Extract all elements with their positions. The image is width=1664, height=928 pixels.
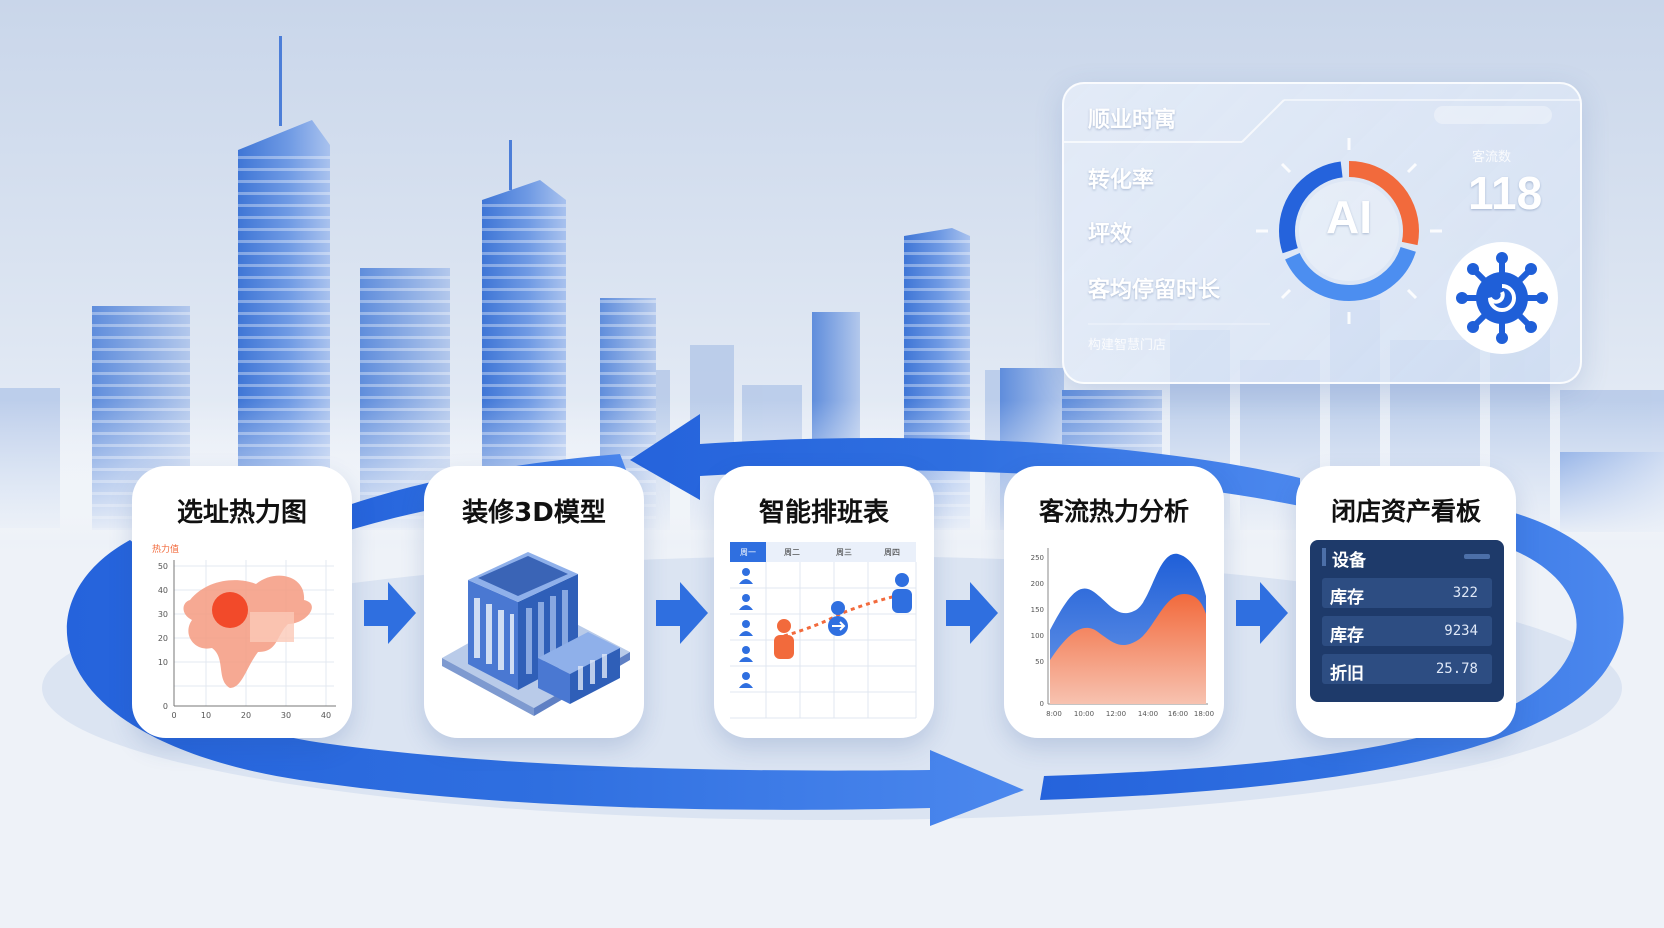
svg-text:周三: 周三	[836, 548, 852, 557]
svg-text:150: 150	[1031, 606, 1044, 614]
staff-blue	[892, 573, 912, 613]
svg-text:200: 200	[1031, 580, 1044, 588]
asset-row: 库存 322	[1322, 578, 1492, 608]
svg-text:50: 50	[1035, 658, 1044, 666]
svg-text:30: 30	[158, 610, 168, 619]
step-card-3d-model[interactable]: 装修3D模型	[424, 466, 644, 738]
asset-dashboard-panel: 设备 库存 322 库存 9234 折旧 25.78	[1310, 540, 1504, 702]
svg-text:10:00: 10:00	[1074, 710, 1094, 718]
heatmap-legend: 热力值	[152, 543, 179, 555]
svg-text:30: 30	[281, 711, 291, 720]
card-title: 智能排班表	[758, 498, 889, 528]
upper-cycle-arrow	[630, 414, 1300, 506]
step-card-site-heatmap[interactable]: 选址热力图 热力值 50 40 30 20 10 0 0 10 20 30 40	[132, 466, 352, 738]
staff-swap	[828, 601, 848, 636]
3d-building-icon	[442, 552, 630, 716]
svg-text:周四: 周四	[884, 548, 900, 557]
heatmap-map-visual: 热力值 50 40 30 20 10 0 0 10 20 30 40	[152, 543, 336, 720]
step-arrow-3	[946, 582, 998, 644]
svg-text:250: 250	[1031, 554, 1044, 562]
asset-header: 设备	[1332, 551, 1366, 571]
metric-conversion: 转化率	[1088, 168, 1155, 193]
svg-text:0: 0	[1040, 700, 1044, 708]
step-arrow-4	[1236, 582, 1288, 644]
svg-text:20: 20	[158, 634, 168, 643]
lower-cycle-arrow	[66, 540, 1025, 826]
panel-toggle-pill	[1434, 106, 1552, 124]
card-title: 闭店资产看板	[1330, 497, 1481, 526]
svg-text:40: 40	[158, 586, 168, 595]
panel-footer: 构建智慧门店	[1088, 337, 1167, 352]
asset-row: 库存 9234	[1322, 616, 1492, 646]
panel-header: 顺业时寓	[1088, 108, 1177, 133]
svg-text:0: 0	[171, 711, 176, 720]
svg-text:12:00: 12:00	[1106, 710, 1126, 718]
svg-text:18:00: 18:00	[1194, 710, 1214, 718]
svg-text:0: 0	[163, 702, 168, 711]
traffic-area-chart: 250 200 150 100 50 0 8:00 10:00 12:00 14…	[1031, 548, 1214, 718]
svg-text:16:00: 16:00	[1168, 710, 1188, 718]
svg-text:100: 100	[1031, 632, 1044, 640]
svg-text:50: 50	[158, 562, 168, 571]
metric-sales-per-area: 坪效	[1088, 222, 1133, 247]
ai-metrics-panel: 顺业时寓 转化率 坪效 客均停留时长 构建智慧门店 AI 客流数 118	[1062, 82, 1582, 384]
schedule-grid-visual: 周一 周二 周三 周四	[730, 542, 917, 719]
ai-ring-gauge	[1256, 138, 1442, 324]
svg-text:14:00: 14:00	[1138, 710, 1158, 718]
svg-text:10: 10	[158, 658, 168, 667]
step-card-asset-dashboard[interactable]: 闭店资产看板 设备 库存 322 库存 9234 折旧 25.78	[1296, 466, 1516, 738]
step-card-smart-schedule[interactable]: 智能排班表 周一 周二 周三 周四	[714, 466, 934, 738]
svg-text:周一: 周一	[740, 548, 756, 557]
svg-text:40: 40	[321, 711, 331, 720]
ai-badge: AI	[1326, 191, 1372, 243]
virus-gear-icon	[1446, 242, 1558, 354]
counter-label: 客流数	[1472, 149, 1512, 164]
svg-text:10: 10	[201, 711, 211, 720]
card-title: 选址热力图	[176, 498, 307, 528]
step-arrow-1	[364, 582, 416, 644]
counter-value: 118	[1468, 167, 1543, 219]
metric-dwell-time: 客均停留时长	[1088, 278, 1221, 303]
card-title: 客流热力分析	[1038, 497, 1189, 526]
staff-orange	[774, 619, 794, 659]
step-arrow-2	[656, 582, 708, 644]
series-orange-area	[1050, 594, 1206, 704]
step-card-traffic-analysis[interactable]: 客流热力分析 250 200 150 100 50 0 8:00 10:00 1…	[1004, 466, 1224, 738]
svg-text:周二: 周二	[784, 548, 800, 557]
card-title: 装修3D模型	[462, 498, 606, 528]
svg-text:8:00: 8:00	[1046, 710, 1062, 718]
hotspot-marker	[212, 592, 248, 628]
asset-row: 折旧 25.78	[1322, 654, 1492, 684]
svg-text:20: 20	[241, 711, 251, 720]
